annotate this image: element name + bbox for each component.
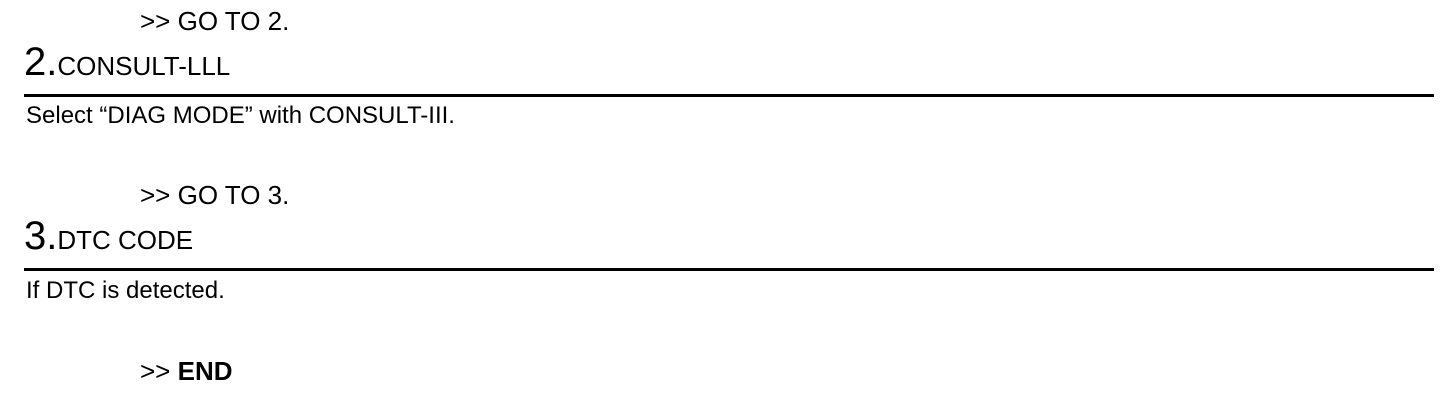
step-divider [24, 268, 1434, 271]
step-number: 2. [24, 40, 58, 84]
step-number: 3. [24, 214, 58, 258]
step-2-instruction: Select “DIAG MODE” with CONSULT-III. [26, 102, 455, 129]
goto-text: GO TO 3. [177, 180, 290, 210]
goto-end: >> END [140, 356, 233, 386]
step-title: CONSULT-LLL [57, 51, 231, 81]
step-divider [24, 94, 1434, 97]
step-2-heading: 2.CONSULT-LLL [24, 40, 230, 93]
goto-text: END [177, 356, 233, 386]
goto-prefix: >> [140, 6, 171, 36]
step-3-instruction: If DTC is detected. [26, 277, 225, 304]
goto-text: GO TO 2. [177, 6, 290, 36]
step-3-heading: 3.DTC CODE [24, 214, 193, 267]
goto-prefix: >> [140, 356, 171, 386]
goto-prefix: >> [140, 180, 171, 210]
goto-step-2: >> GO TO 2. [140, 6, 289, 36]
step-title: DTC CODE [57, 225, 194, 255]
goto-step-3: >> GO TO 3. [140, 180, 289, 210]
